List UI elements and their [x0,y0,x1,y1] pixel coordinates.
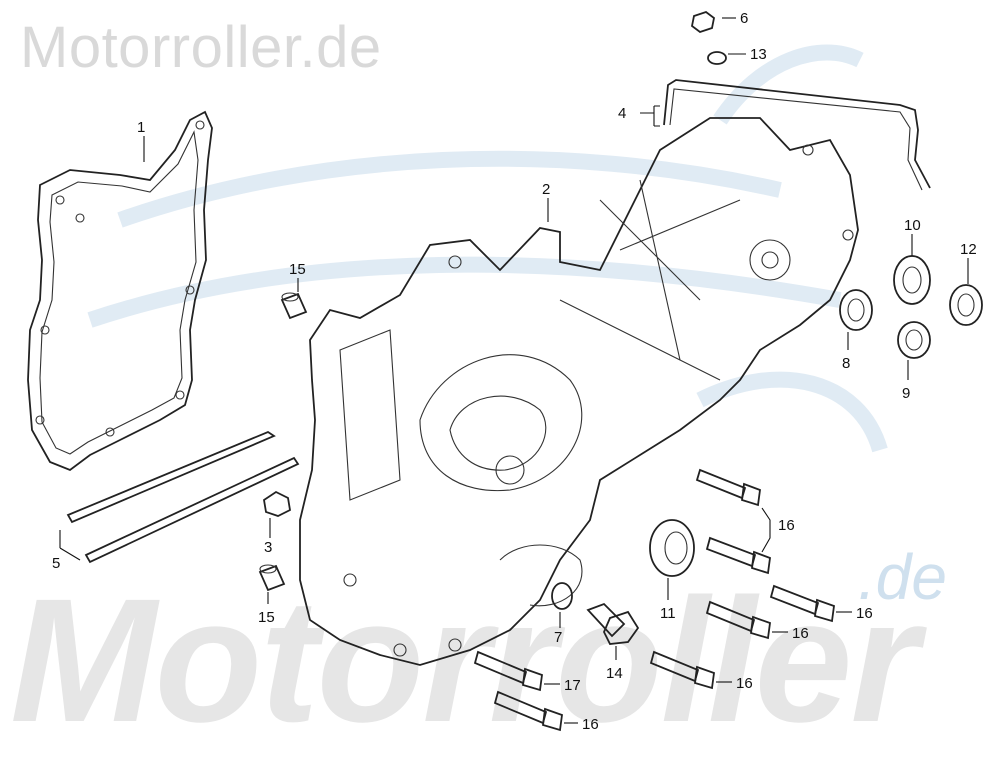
callout-17: 17 [564,677,581,694]
bolt-part-17 [473,650,543,692]
stud-rods-part-5 [66,430,300,564]
callout-9: 9 [902,385,910,402]
breather-hose-part-4 [663,79,931,191]
seal-part-11 [649,519,695,577]
callout-16b: 16 [856,605,873,622]
watermark-bottom: Motorroller [10,563,919,759]
callout-10: 10 [904,217,921,234]
plug-part-3 [263,490,291,517]
callout-1: 1 [137,119,145,136]
callout-16e: 16 [582,716,599,733]
callout-14: 14 [606,665,623,682]
bearing-part-9 [897,321,931,359]
watermark-suffix: .de [858,541,947,613]
drain-bolt-part-14 [586,602,640,645]
callout-3: 3 [264,539,272,556]
leader-lines [59,17,969,724]
bolt-part-16-d [705,600,771,640]
bearing-part-10 [893,255,931,305]
washer-part-13 [707,51,727,65]
callout-2: 2 [542,181,550,198]
callout-15a: 15 [289,261,306,278]
dowel-pin-part-15a [280,292,308,320]
swoosh-logo-icon [87,44,888,453]
bolt-part-16-f [493,690,563,732]
exploded-view: 1 2 3 4 5 6 7 8 9 10 11 12 13 14 15 15 1… [27,10,983,733]
gasket-part-1 [27,110,213,472]
callout-11: 11 [660,605,676,622]
callout-7: 7 [554,629,562,646]
plug-part-6 [691,10,715,34]
crankcase-part-2 [299,117,859,666]
parts-diagram: Motorroller.de Motorroller .de [10,10,983,759]
seal-part-8 [839,289,873,331]
callout-4: 4 [618,105,626,122]
callout-13: 13 [750,46,767,63]
bolt-part-16-a [695,468,761,507]
bolt-part-16-b [705,536,771,575]
washer-part-7 [551,582,573,610]
bolt-part-16-e [649,650,715,690]
callout-6: 6 [740,10,748,27]
callout-16a: 16 [778,517,795,534]
watermark-top: Motorroller.de [20,15,382,80]
callout-16d: 16 [736,675,753,692]
dowel-pin-part-15b [258,564,286,592]
callout-8: 8 [842,355,850,372]
callout-16c: 16 [792,625,809,642]
bolt-part-16-c [769,584,835,623]
callout-12: 12 [960,241,977,258]
callout-15b: 15 [258,609,275,626]
callout-5: 5 [52,555,60,572]
seal-part-12 [949,284,983,326]
callout-labels: 1 2 3 4 5 6 7 8 9 10 11 12 13 14 15 15 1… [52,10,977,733]
